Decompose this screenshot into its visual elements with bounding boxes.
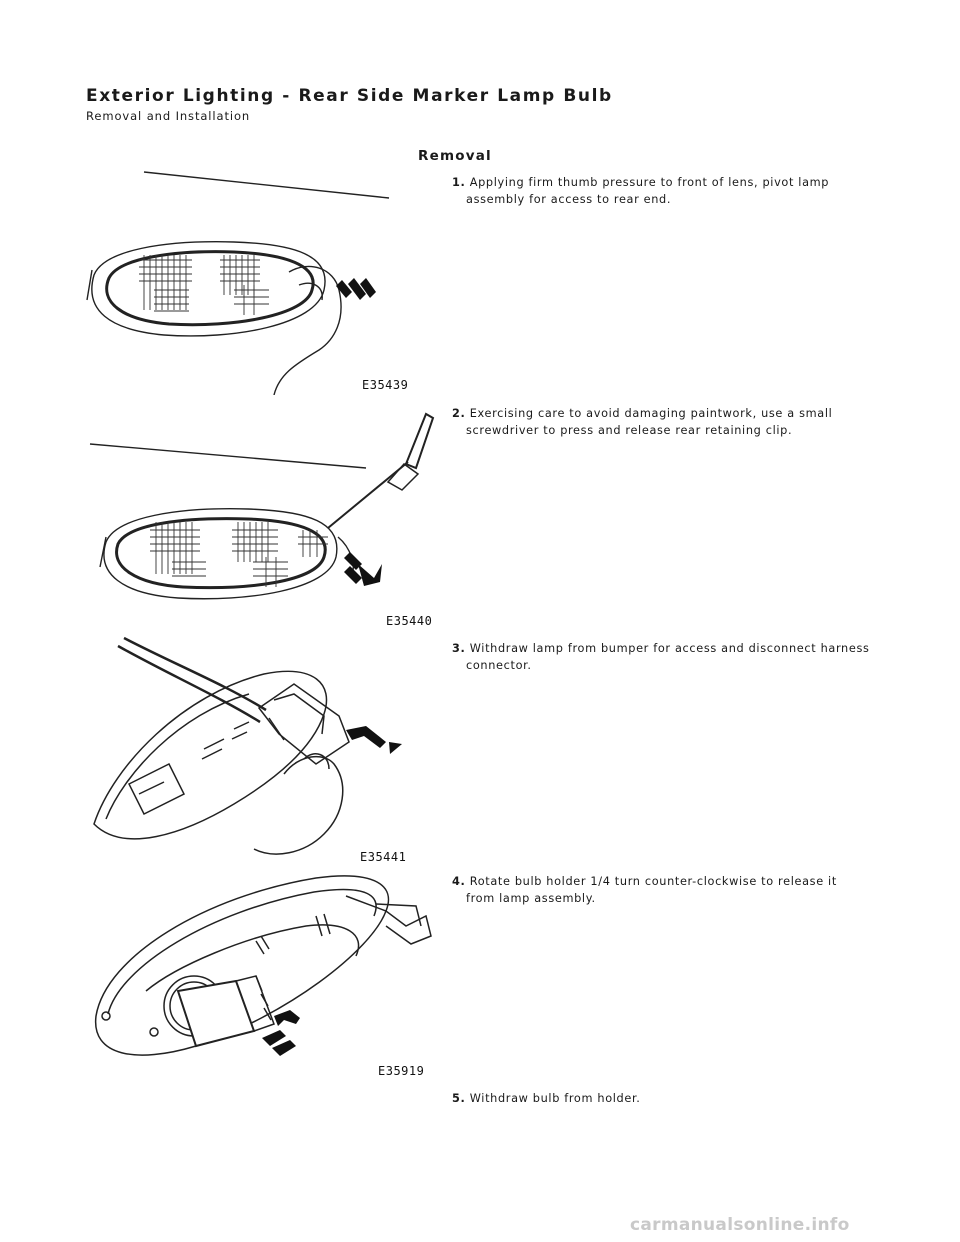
figure-3-code: E35441 <box>360 850 407 864</box>
watermark: carmanualsonline.info <box>630 1215 850 1235</box>
step-1: 1. Applying firm thumb pressure to front… <box>452 174 872 208</box>
page-title: Exterior Lighting - Rear Side Marker Lam… <box>86 86 613 106</box>
step-3-text: Withdraw lamp from bumper for access and… <box>469 642 870 655</box>
step-2: 2. Exercising care to avoid damaging pai… <box>452 405 872 439</box>
figure-4-code: E35919 <box>378 1064 425 1078</box>
figure-4-illustration <box>94 875 432 1056</box>
step-4: 4. Rotate bulb holder 1/4 turn counter-c… <box>452 873 872 907</box>
figure-1-code: E35439 <box>362 378 409 392</box>
step-5-number: 5. <box>452 1092 466 1105</box>
step-2-number: 2. <box>452 407 466 420</box>
step-5-text: Withdraw bulb from holder. <box>469 1092 641 1105</box>
step-3-text-line2: connector. <box>466 659 532 672</box>
step-1-number: 1. <box>452 176 466 189</box>
step-1-text-line2: assembly for access to rear end. <box>466 193 672 206</box>
step-1-text: Applying firm thumb pressure to front of… <box>469 176 830 189</box>
step-4-number: 4. <box>452 875 466 888</box>
step-2-text: Exercising care to avoid damaging paintw… <box>469 407 833 420</box>
step-4-text-line2: from lamp assembly. <box>466 892 596 905</box>
figure-1-illustration <box>86 171 390 395</box>
section-heading: Removal <box>418 148 492 164</box>
step-3-number: 3. <box>452 642 466 655</box>
page-subtitle: Removal and Installation <box>86 109 251 123</box>
figure-2-illustration <box>89 412 435 600</box>
step-2-text-line2: screwdriver to press and release rear re… <box>466 424 793 437</box>
figure-2-code: E35440 <box>386 614 433 628</box>
figure-3-illustration <box>93 636 402 855</box>
step-5: 5. Withdraw bulb from holder. <box>452 1090 872 1107</box>
step-4-text: Rotate bulb holder 1/4 turn counter-cloc… <box>469 875 837 888</box>
step-3: 3. Withdraw lamp from bumper for access … <box>452 640 872 674</box>
